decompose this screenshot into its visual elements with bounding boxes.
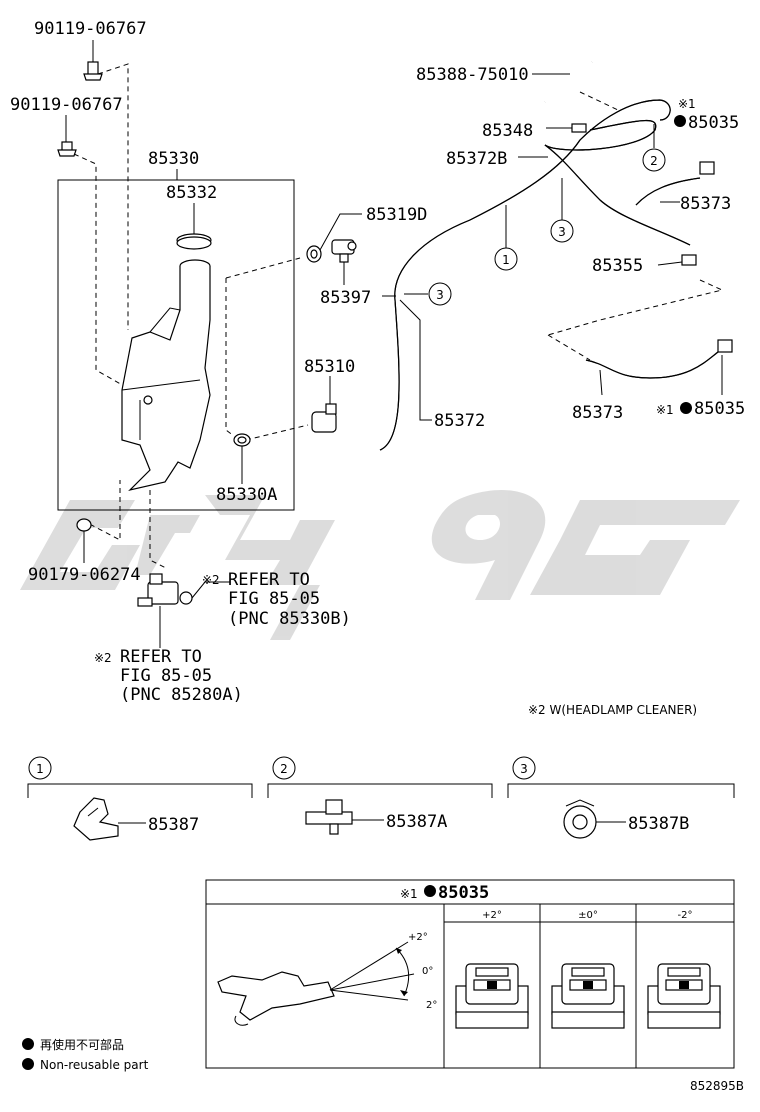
table-header-part: 85035: [438, 883, 489, 903]
label-85319d: 85319D: [366, 205, 427, 225]
non-reusable-dot-top: [674, 115, 686, 127]
label-90119-b: 90119-06767: [10, 95, 123, 115]
legend-dot-en: [22, 1058, 34, 1070]
angle-2: 2°: [426, 1000, 437, 1011]
clip-section-2: 2 85387A: [267, 756, 493, 835]
angle-plus2: +2°: [408, 932, 428, 943]
refer-right-line1: REFER TO: [228, 570, 310, 590]
col-minus2: -2°: [678, 910, 693, 921]
label-85372b: 85372B: [446, 149, 507, 169]
callout-circle-3b: [428, 282, 452, 306]
clip-85387a-icon: [305, 799, 353, 835]
refer-right-line3: (PNC 85330B): [228, 609, 351, 629]
clip-section-3: 3 85387B: [507, 756, 735, 839]
watermark-logo: [20, 490, 740, 640]
label-85397: 85397: [320, 288, 371, 308]
callout-circle-2: [642, 148, 666, 172]
svg-text:1: 1: [36, 762, 44, 776]
angle-zero: 0°: [422, 966, 433, 977]
col-plus2: +2°: [482, 910, 502, 921]
pump-85280a: [137, 573, 193, 607]
mark-note1-top: ※1: [678, 97, 696, 111]
pump-85310: [311, 403, 337, 433]
label-85373-bottom: 85373: [572, 403, 623, 423]
clip-85387b-icon: [563, 799, 597, 839]
legend-text-cn: 再使用不可部品: [40, 1037, 124, 1052]
headlamp-cleaner-note: ※2 W(HEADLAMP CLEANER): [528, 703, 697, 717]
washer-tank: [121, 259, 211, 492]
label-85035-bottom: 85035: [694, 399, 745, 419]
nozzle-angle-illustration: +2° 0° 2°: [217, 932, 437, 1026]
svg-text:2: 2: [280, 762, 288, 776]
callout-num-1: 1: [502, 253, 510, 267]
callout-circle-1: [494, 247, 518, 271]
table-header-mark: ※1: [400, 887, 418, 901]
bolt-90119-left: [57, 141, 77, 157]
label-85388: 85388-75010: [416, 65, 529, 85]
label-85332: 85332: [166, 183, 217, 203]
label-85330: 85330: [148, 149, 199, 169]
col-zero: ±0°: [578, 910, 598, 921]
callout-num-2: 2: [650, 154, 658, 168]
nozzle-adjustment-table: ※1 85035 +2° ±0° -2° +2° 0° 2°: [205, 879, 735, 1069]
svg-text:3: 3: [520, 762, 528, 776]
callout-num-3b: 3: [436, 288, 444, 302]
callout-circle-3a: [550, 219, 574, 243]
pump-85397: [331, 239, 357, 263]
nozzle-view-plus2: [455, 963, 529, 1029]
bolt-90119-top: [83, 61, 103, 81]
label-90119-a: 90119-06767: [34, 19, 147, 39]
label-85373-top: 85373: [680, 194, 731, 214]
grommet-90179: [76, 518, 92, 532]
clip-section-1: 1 85387: [27, 756, 253, 841]
clip-85387-label: 85387: [148, 815, 199, 835]
mark-note1-bottom: ※1: [656, 403, 674, 417]
legend-dot-cn: [22, 1038, 34, 1050]
clip-85387-icon: [73, 797, 119, 841]
label-85372: 85372: [434, 411, 485, 431]
mark-note2-left: ※2: [94, 651, 112, 665]
label-85330a: 85330A: [216, 485, 277, 505]
refer-right-line2: FIG 85-05: [228, 589, 320, 609]
label-85035-top: 85035: [688, 113, 739, 133]
callout-num-3a: 3: [558, 225, 566, 239]
refer-left-line2: FIG 85-05: [120, 666, 212, 686]
grommet-85330a: [233, 433, 251, 447]
label-85310: 85310: [304, 357, 355, 377]
label-90179: 90179-06274: [28, 565, 141, 585]
refer-left-line3: (PNC 85280A): [120, 685, 243, 705]
figure-id: 852895B: [690, 1079, 744, 1093]
mark-note2-right: ※2: [202, 573, 220, 587]
non-reusable-dot-bottom: [680, 402, 692, 414]
refer-left-line1: REFER TO: [120, 647, 202, 667]
label-85355: 85355: [592, 256, 643, 276]
label-85348: 85348: [482, 121, 533, 141]
nozzle-view-minus2: [647, 963, 721, 1029]
tank-cap: [176, 233, 212, 250]
clip-85387a-label: 85387A: [386, 812, 447, 832]
tank-assembly-frame: [57, 179, 295, 511]
nozzle-view-zero: [551, 963, 625, 1029]
clip-85387b-label: 85387B: [628, 814, 689, 834]
hoses: [379, 99, 719, 451]
grommet-85319d: [306, 245, 322, 263]
table-header-dot: [424, 885, 436, 897]
legend-text-en: Non-reusable part: [40, 1058, 149, 1072]
